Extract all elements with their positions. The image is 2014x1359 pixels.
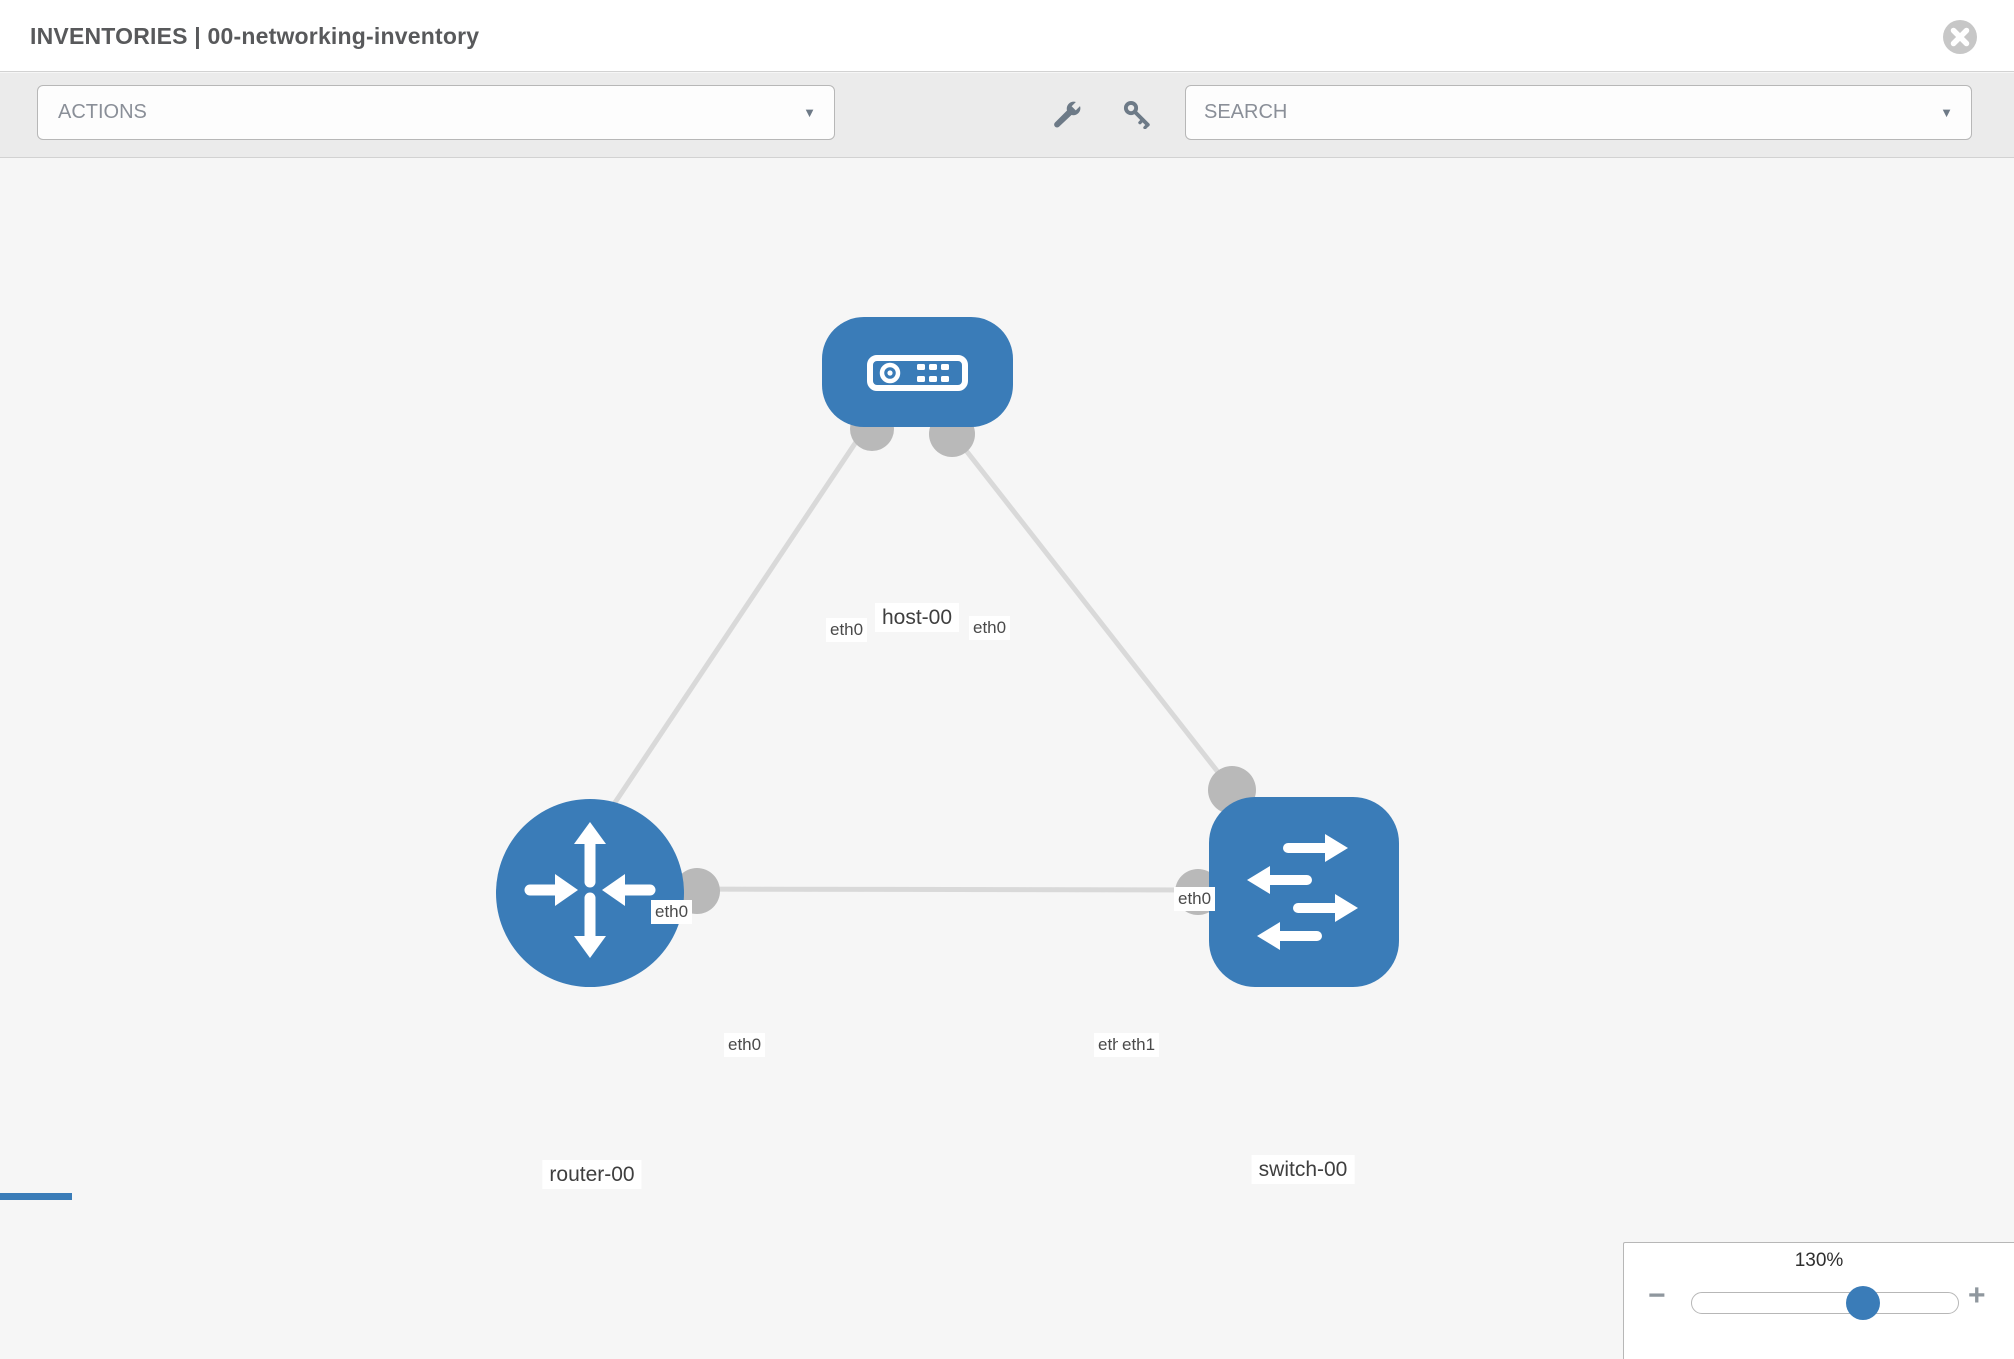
page-title: INVENTORIES | 00-networking-inventory (30, 23, 480, 49)
iface-label-router-right: eth0 (724, 1033, 766, 1058)
topology-svg (496, 317, 1399, 987)
actions-dropdown-label: ACTIONS (58, 101, 147, 123)
iface-label-host-left: eth0 (826, 618, 868, 643)
search-dropdown[interactable]: SEARCH ▼ (1185, 85, 1972, 140)
node-label-host-00: host-00 (874, 603, 960, 633)
node-label-switch-00: switch-00 (1251, 1155, 1355, 1185)
zoom-in-button[interactable]: + (1968, 1279, 1986, 1312)
close-icon (1943, 20, 1977, 54)
key-icon (1123, 100, 1150, 130)
node-host-00[interactable] (822, 317, 1013, 427)
link-router-switch (659, 886, 1199, 893)
node-switch-00[interactable] (1209, 797, 1399, 987)
zoom-control-panel: 130% − + (1623, 1242, 2014, 1359)
actions-dropdown[interactable]: ACTIONS ▼ (37, 85, 835, 140)
iface-label-host-switch: eth0 (1174, 887, 1216, 912)
close-button[interactable] (1942, 19, 1978, 55)
iface-label-switch-eth1: eth1 (1118, 1033, 1160, 1058)
search-placeholder: SEARCH (1204, 101, 1288, 123)
wrench-icon (1054, 101, 1081, 128)
chevron-down-icon: ▼ (1940, 105, 1953, 120)
iface-label-host-router-mid: eth0 (651, 900, 693, 925)
configure-tools-button[interactable] (1053, 99, 1083, 129)
header: INVENTORIES | 00-networking-inventory (0, 0, 2014, 72)
node-label-router-00: router-00 (542, 1160, 642, 1190)
node-router-00[interactable] (496, 799, 684, 987)
credentials-button[interactable] (1122, 99, 1152, 130)
port-circles (674, 407, 1256, 915)
footer-blue-strip (0, 1193, 72, 1200)
link-host-switch (948, 428, 1234, 792)
zoom-slider-track[interactable] (1691, 1292, 1959, 1314)
host-icon (867, 355, 968, 391)
topology-canvas[interactable]: eth0 eth0 eth0 eth0 eth0 eth0 eth1 host-… (0, 159, 2014, 1359)
link-host-router (599, 422, 871, 824)
zoom-level-value: 130% (1794, 1250, 1844, 1271)
switch-icon (1247, 834, 1358, 950)
zoom-out-button[interactable]: − (1648, 1279, 1666, 1312)
zoom-slider-handle[interactable] (1846, 1286, 1880, 1320)
iface-label-host-right: eth0 (969, 616, 1011, 641)
toolbar: ACTIONS ▼ SEARCH ▼ (0, 73, 2014, 158)
chevron-down-icon: ▼ (803, 105, 816, 120)
router-icon (524, 822, 656, 958)
